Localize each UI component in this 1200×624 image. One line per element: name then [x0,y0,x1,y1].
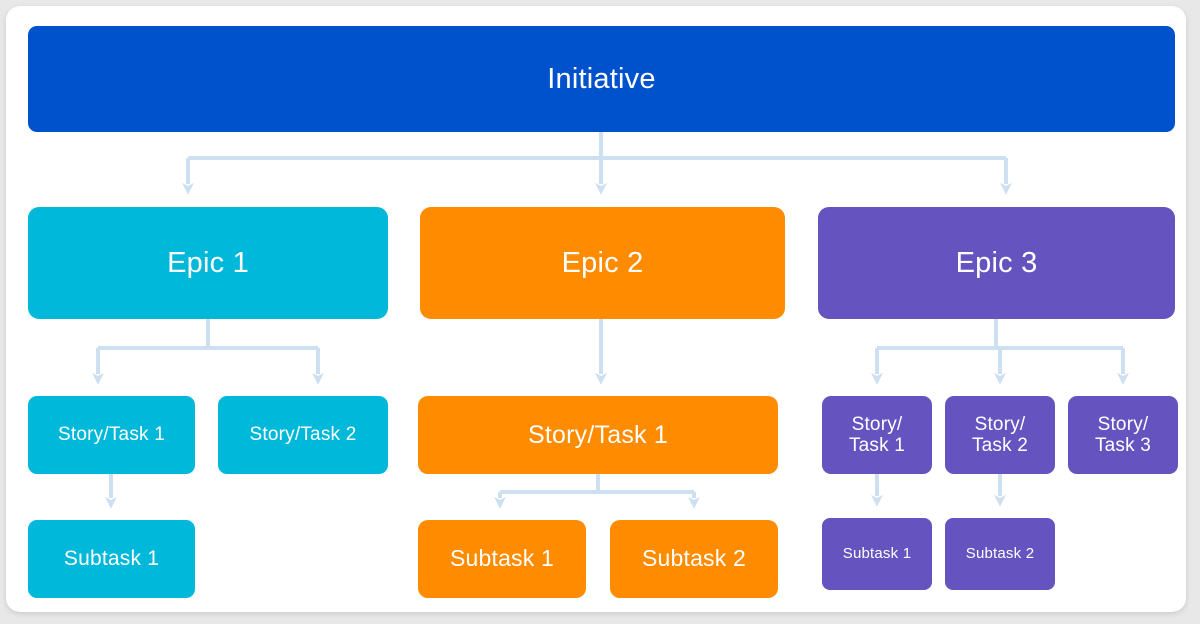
node-epic-1[interactable]: Epic 1 [28,207,388,319]
node-initiative[interactable]: Initiative [28,26,1175,132]
node-epic2-story1-subtask-1[interactable]: Subtask 1 [418,520,586,598]
node-epic1-story-1[interactable]: Story/Task 1 [28,396,195,474]
node-epic3-story2-subtask-2[interactable]: Subtask 2 [945,518,1055,590]
node-epic-3[interactable]: Epic 3 [818,207,1175,319]
node-epic-2[interactable]: Epic 2 [420,207,785,319]
node-epic2-story1-subtask-2[interactable]: Subtask 2 [610,520,778,598]
node-epic1-story1-subtask-1[interactable]: Subtask 1 [28,520,195,598]
node-epic3-story1-subtask-1[interactable]: Subtask 1 [822,518,932,590]
node-epic1-story-2[interactable]: Story/Task 2 [218,396,388,474]
node-epic3-story-2[interactable]: Story/ Task 2 [945,396,1055,474]
node-epic3-story-3[interactable]: Story/ Task 3 [1068,396,1178,474]
node-epic2-story-1[interactable]: Story/Task 1 [418,396,778,474]
node-epic3-story-1[interactable]: Story/ Task 1 [822,396,932,474]
